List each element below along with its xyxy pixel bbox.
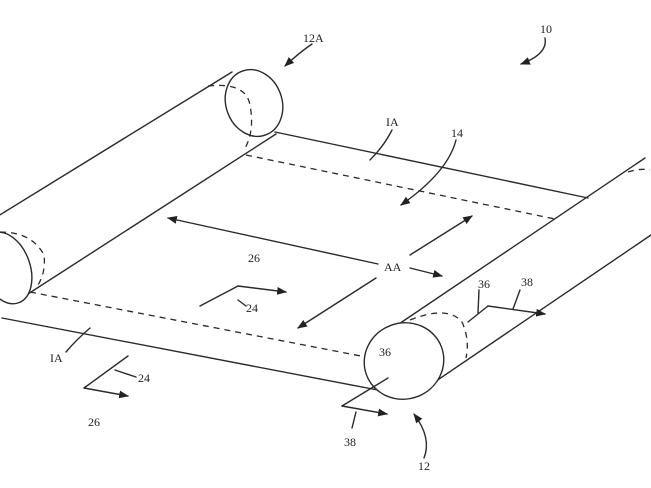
label-24-bottom: 24: [138, 371, 150, 385]
label-14: 14: [451, 126, 463, 140]
label-26-bottom: 26: [88, 415, 100, 429]
leader-38: [512, 289, 521, 310]
arrow-up: [409, 215, 473, 256]
roller-12-bottom-edge: [419, 234, 651, 393]
leader-10: [520, 37, 546, 65]
roller-12a: [0, 68, 284, 305]
label-aa: AA: [384, 260, 402, 274]
leader-36: [477, 289, 480, 314]
sheet-far-edge: [274, 131, 589, 199]
label-38-right: 38: [521, 275, 533, 289]
axes-24-26-center: [199, 285, 287, 307]
label-ia-top: IA: [386, 115, 399, 129]
axis-24-line: [199, 285, 239, 307]
roller-12-seam: [409, 312, 468, 359]
roller-12a-end-cap: [224, 68, 284, 138]
label-36-right: 36: [478, 277, 490, 291]
leader-ia-top: [369, 129, 393, 161]
roller-12a-near-cap: [0, 231, 33, 305]
roller-12a-near-seam: [0, 231, 46, 286]
leader-14: [400, 139, 457, 206]
roller-12a-bottom-edge: [13, 133, 277, 304]
sheet-near-edge: [1, 317, 389, 393]
leader-38-bottom: [351, 411, 357, 429]
leader-ia-bottom: [65, 327, 91, 353]
leader-24-bottom: [114, 369, 137, 378]
axis-26-arrow: [237, 285, 287, 295]
flexible-display-sheet: [1, 131, 589, 393]
label-26-center: 26: [248, 251, 260, 265]
leader-24: [237, 299, 247, 307]
axis-38-arrow: [487, 305, 546, 317]
roller-12: [363, 157, 651, 400]
roller-12-end-cap: [363, 322, 445, 400]
axis-24-line-bottom: [83, 355, 129, 389]
label-36-bottom: 36: [379, 345, 391, 359]
label-10: 10: [540, 22, 552, 36]
label-ia-bottom: IA: [50, 351, 63, 365]
active-area-near-boundary: [29, 291, 367, 358]
label-24-center: 24: [246, 301, 258, 315]
leader-lines: [65, 37, 546, 459]
axis-36-line: [467, 305, 489, 323]
axes-36-38-bottom: [341, 377, 389, 429]
active-area-far-boundary: [245, 154, 556, 220]
roller-12a-top-edge: [0, 71, 233, 216]
axes-36-38-right: [467, 289, 546, 323]
axis-26-arrow-bottom: [83, 387, 129, 399]
label-12a: 12A: [303, 31, 324, 45]
axis-36-line-bottom: [341, 377, 389, 407]
reference-labels: 12A 10 IA 14 AA 26 24 IA 24 26 36 38 36 …: [50, 22, 552, 473]
axes-24-26-bottom: [83, 355, 137, 399]
arrow-left: [167, 216, 379, 265]
leader-12a: [284, 43, 313, 67]
active-area-arrows: [167, 215, 473, 329]
roller-12-top-edge: [389, 157, 646, 331]
label-38-bottom: 38: [344, 435, 356, 449]
label-12: 12: [418, 459, 430, 473]
leader-12: [413, 413, 428, 459]
axis-38-arrow-bottom: [341, 405, 388, 417]
roller-12-far-seam: [627, 168, 651, 173]
arrow-right: [409, 267, 443, 278]
arrow-down: [297, 277, 377, 329]
